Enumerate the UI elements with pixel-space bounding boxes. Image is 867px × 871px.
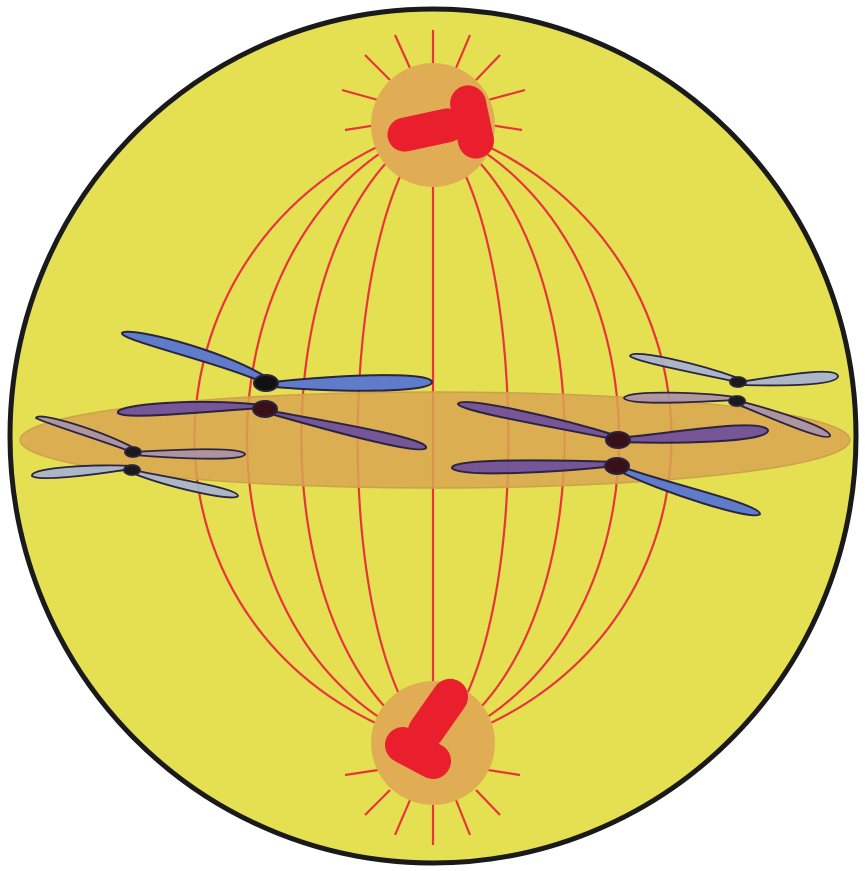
mitosis-metaphase-diagram	[0, 0, 867, 871]
diagram-canvas	[0, 0, 867, 871]
